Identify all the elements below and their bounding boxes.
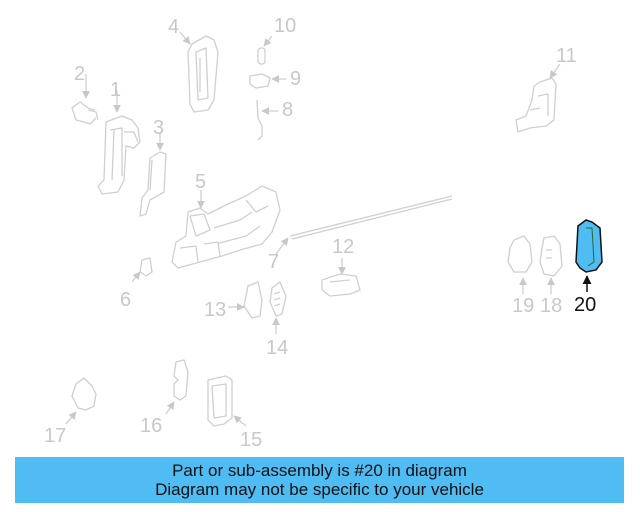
- part-14[interactable]: [269, 281, 287, 334]
- part-1[interactable]: [97, 90, 141, 195]
- part-10[interactable]: [257, 35, 273, 65]
- callout-7[interactable]: 7: [268, 251, 280, 273]
- part-19[interactable]: [507, 235, 533, 294]
- info-banner: Part or sub-assembly is #20 in diagram D…: [15, 457, 624, 503]
- callout-3[interactable]: 3: [153, 117, 165, 139]
- part-20-highlighted[interactable]: [575, 219, 603, 292]
- callout-4[interactable]: 4: [168, 16, 180, 38]
- banner-line-part: Part or sub-assembly is #20 in diagram: [172, 461, 467, 480]
- parts-diagram: [65, 31, 603, 427]
- callout-16[interactable]: 16: [140, 415, 163, 437]
- part-3[interactable]: [139, 132, 167, 217]
- callout-18[interactable]: 18: [540, 295, 563, 317]
- part-17[interactable]: [65, 377, 97, 425]
- part-12[interactable]: [321, 258, 361, 297]
- part-5[interactable]: [171, 185, 281, 269]
- part-9[interactable]: [249, 73, 286, 89]
- callout-11[interactable]: 11: [556, 45, 577, 67]
- callout-9[interactable]: 9: [290, 68, 302, 90]
- part-7[interactable]: [275, 195, 453, 255]
- callout-19[interactable]: 19: [512, 295, 535, 317]
- part-13[interactable]: [228, 281, 263, 319]
- part-2[interactable]: [71, 74, 99, 125]
- callout-12[interactable]: 12: [332, 236, 355, 258]
- callout-14[interactable]: 14: [266, 337, 289, 359]
- callout-17[interactable]: 17: [44, 425, 67, 447]
- callout-20[interactable]: 20: [574, 294, 597, 316]
- part-6[interactable]: [131, 257, 153, 283]
- callout-13[interactable]: 13: [204, 299, 227, 321]
- callout-10[interactable]: 10: [274, 15, 297, 37]
- callout-8[interactable]: 8: [282, 99, 294, 121]
- part-11[interactable]: [515, 63, 561, 133]
- callout-2[interactable]: 2: [74, 63, 86, 85]
- callout-6[interactable]: 6: [120, 289, 132, 311]
- part-15[interactable]: [207, 375, 247, 427]
- callout-1[interactable]: 1: [110, 79, 122, 101]
- banner-line-disclaimer: Diagram may not be specific to your vehi…: [155, 480, 484, 499]
- callout-15[interactable]: 15: [240, 429, 263, 451]
- part-8[interactable]: [256, 99, 278, 141]
- part-18[interactable]: [539, 235, 563, 294]
- part-16[interactable]: [165, 359, 189, 415]
- part-4[interactable]: [179, 31, 219, 113]
- callout-5[interactable]: 5: [195, 171, 207, 193]
